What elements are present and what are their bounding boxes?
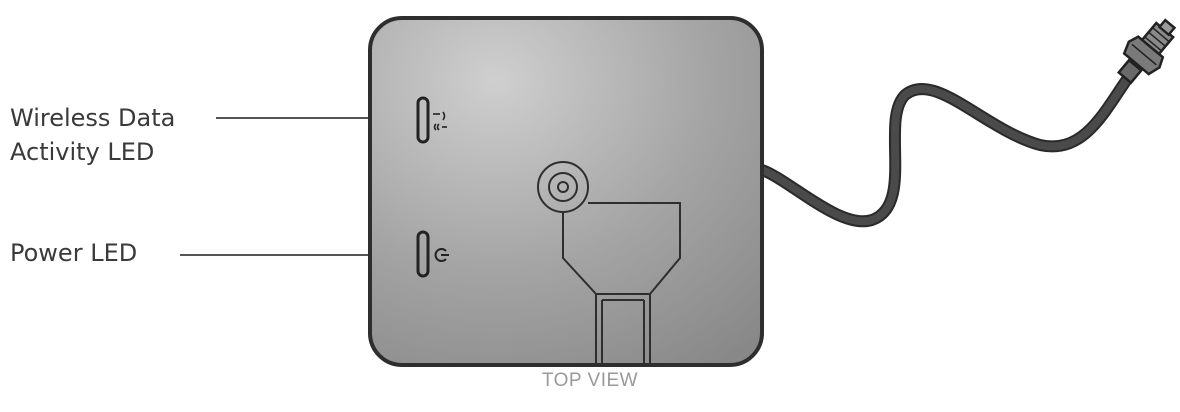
wireless-activity-led	[416, 96, 430, 144]
view-caption: TOP VIEW	[541, 370, 639, 391]
power-led-label: Power LED	[10, 239, 138, 267]
sma-connector-icon	[1116, 18, 1177, 85]
power-icon	[434, 248, 449, 262]
connector-port	[537, 161, 681, 364]
wireless-led-label: Wireless Data Activity LED	[10, 104, 176, 166]
wireless-activity-icon	[433, 111, 447, 131]
antenna-cable	[756, 69, 1136, 228]
power-led	[416, 230, 430, 278]
